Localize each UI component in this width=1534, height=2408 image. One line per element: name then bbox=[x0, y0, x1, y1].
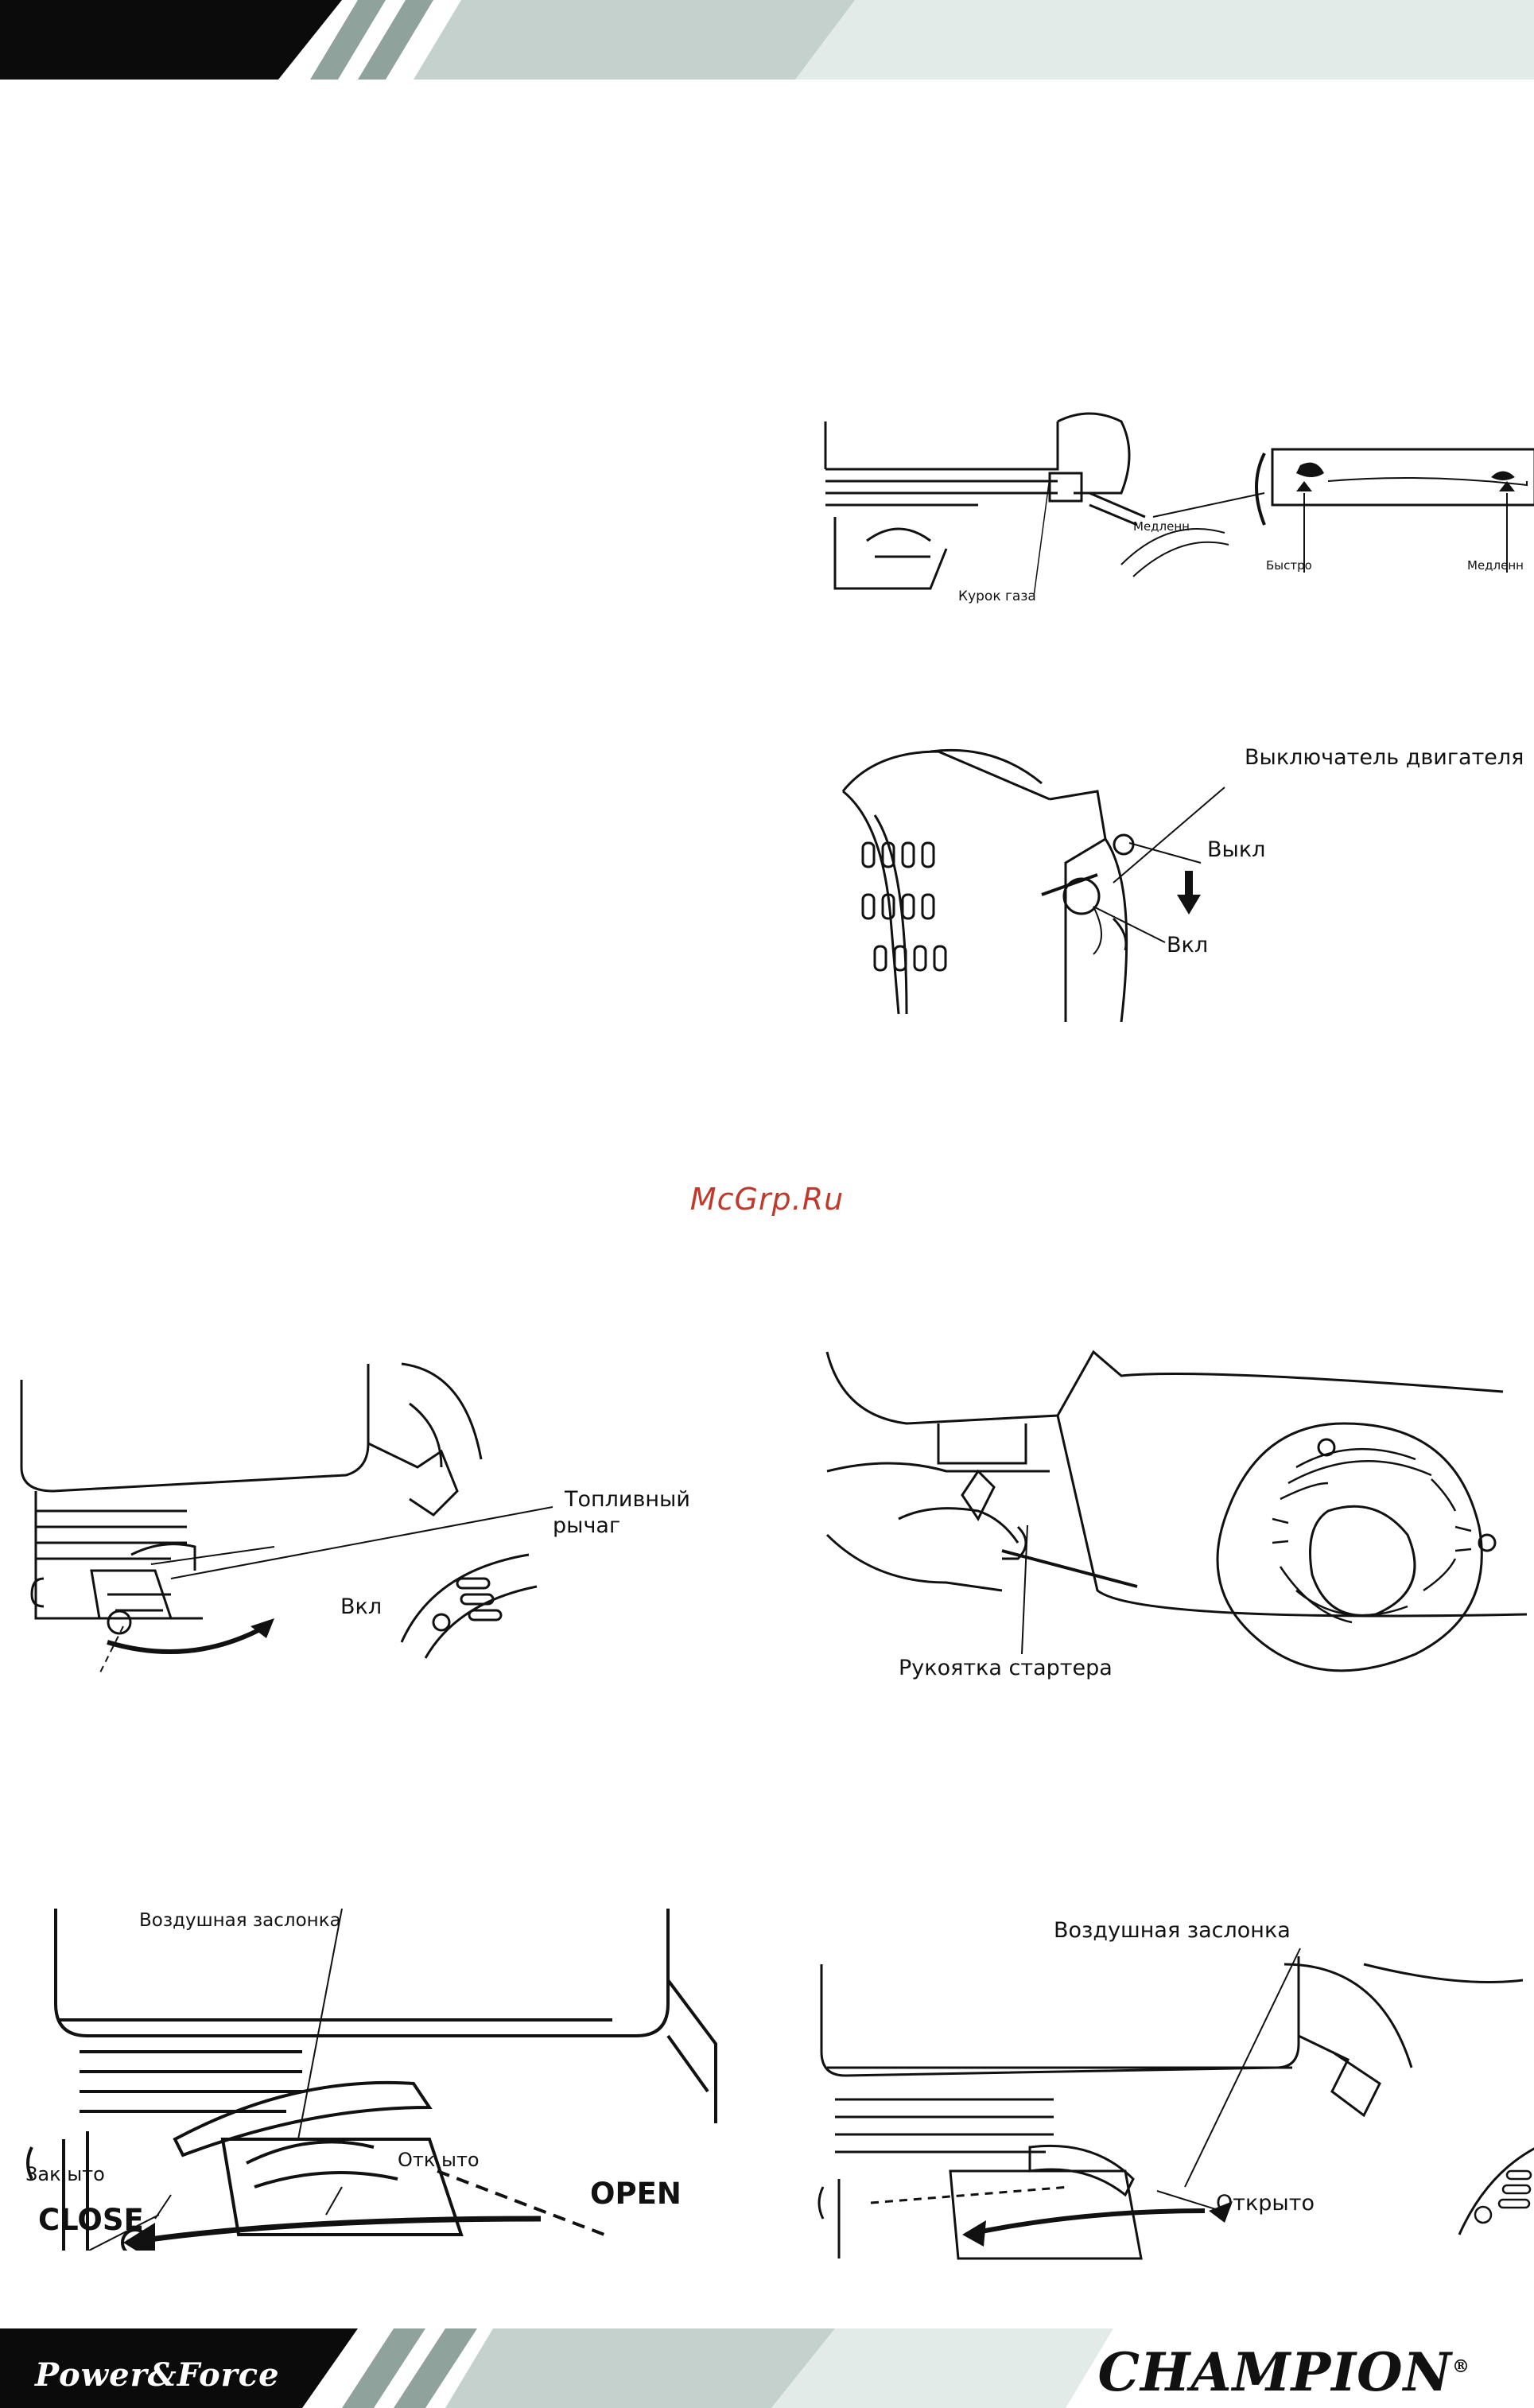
fuel-lever-label-line2: рычаг bbox=[553, 1513, 620, 1538]
choke-open-title: Воздушная заслонка bbox=[1054, 1918, 1291, 1943]
fuel-lever-label-line1: Топливный bbox=[565, 1487, 690, 1512]
starter-handle-label: Рукоятка стартера bbox=[899, 1656, 1113, 1680]
registered-mark: ® bbox=[1452, 2356, 1470, 2377]
footer-left-brand: Power&Force bbox=[35, 2356, 280, 2394]
choke-closed-close-en: CLOSE bbox=[38, 2203, 144, 2237]
throttle-drawing bbox=[819, 406, 1534, 620]
throttle-trigger-label: Курок газа bbox=[958, 588, 1036, 604]
engine-switch-on-label: Вкл bbox=[1167, 933, 1208, 957]
engine-switch-off-label: Выкл bbox=[1207, 837, 1265, 862]
throttle-fast-label: Быстро bbox=[1266, 558, 1312, 573]
choke-open-drawing bbox=[807, 1909, 1534, 2290]
header-stripes bbox=[0, 0, 1534, 80]
starter-drawing bbox=[819, 1328, 1534, 1702]
choke-closed-open-en: OPEN bbox=[590, 2177, 682, 2211]
fuel-lever-on-label: Вкл bbox=[340, 1594, 382, 1619]
choke-closed-closed-ru: Зак ыто bbox=[25, 2163, 105, 2185]
throttle-slow-label: Медленн bbox=[1467, 558, 1524, 573]
choke-open-open-ru: Открыто bbox=[1216, 2191, 1315, 2216]
fuel-lever-figure: Топливный рычаг Вкл bbox=[12, 1356, 712, 1674]
engine-switch-drawing bbox=[827, 736, 1534, 1022]
choke-closed-open-ru: Отк ыто bbox=[398, 2149, 480, 2171]
footer-band: Power&Force CHAMPION® bbox=[0, 2328, 1534, 2408]
footer-right-brand-text: CHAMPION bbox=[1098, 2341, 1452, 2403]
engine-switch-figure: Выключатель двигателя Выкл Вкл bbox=[827, 736, 1534, 1022]
header-band bbox=[0, 0, 1534, 80]
watermark: McGrp.Ru bbox=[0, 1182, 1534, 1217]
starter-figure: Рукоятка стартера bbox=[819, 1328, 1534, 1702]
throttle-slow-near-lever: Медленн bbox=[1133, 519, 1190, 534]
choke-closed-title-label: Воздушная заслонка bbox=[139, 1910, 341, 1931]
engine-switch-title: Выключатель двигателя bbox=[1245, 745, 1524, 770]
choke-open-figure: Воздушная заслонка Открыто bbox=[807, 1909, 1534, 2290]
footer-right-brand: CHAMPION® bbox=[1098, 2341, 1470, 2403]
throttle-figure: Курок газа Медленн Быстро Медленн bbox=[819, 406, 1534, 620]
